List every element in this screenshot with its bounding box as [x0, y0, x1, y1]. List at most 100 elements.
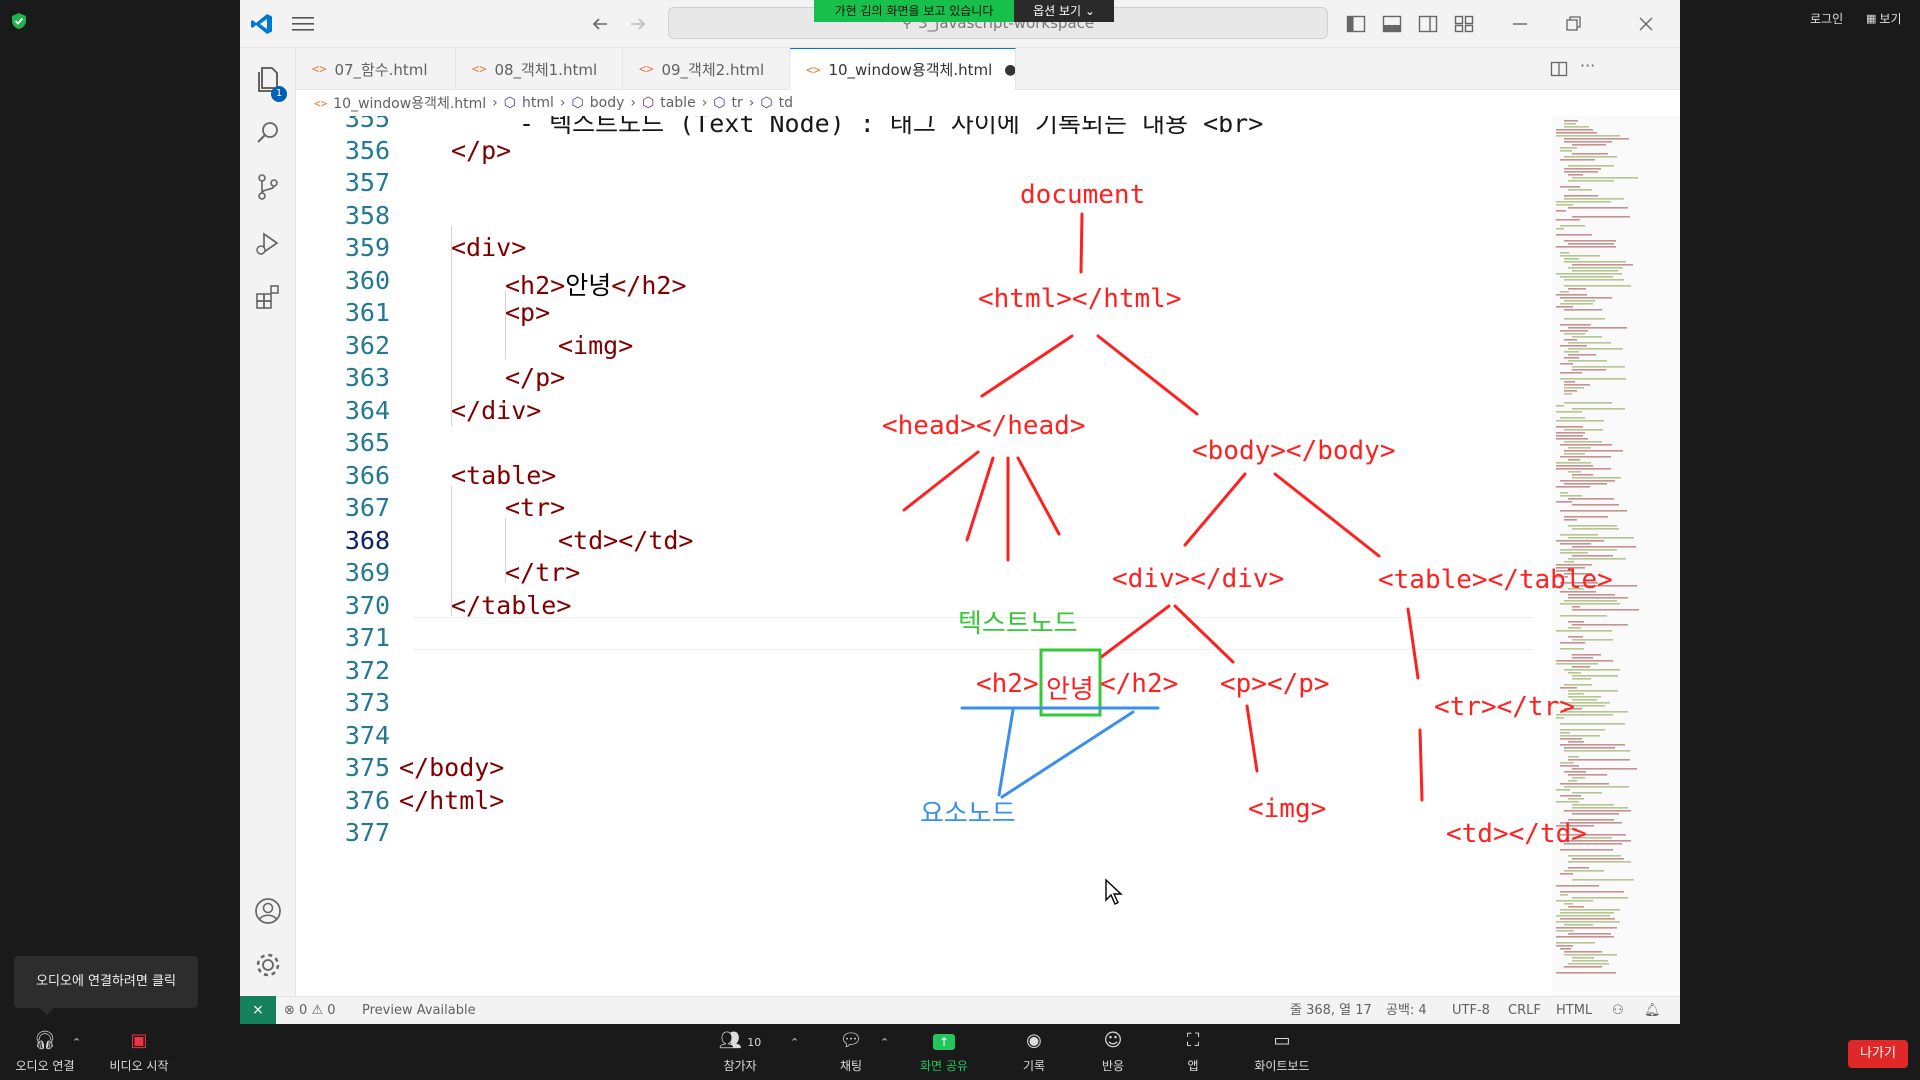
view-label: 보기	[1879, 12, 1902, 26]
minimap[interactable]	[1552, 116, 1680, 996]
run-debug-icon[interactable]	[253, 228, 283, 258]
breadcrumb-body[interactable]: body	[589, 95, 625, 111]
login-link[interactable]: 로그인	[1810, 12, 1844, 26]
notifications-bell-icon[interactable]: 🔔︎	[1644, 1003, 1661, 1018]
chat-button[interactable]: 💬︎ 채팅	[806, 1030, 896, 1074]
apps-button[interactable]: ⛶ 앱	[1148, 1030, 1238, 1074]
toggle-secondary-sidebar-icon[interactable]	[1418, 14, 1438, 34]
explorer-files-icon[interactable]	[253, 64, 283, 94]
settings-gear-icon[interactable]	[253, 950, 283, 980]
breadcrumb-file[interactable]: 10_window용객체.html	[333, 96, 487, 112]
annotation-body-node: <body></body>	[1192, 436, 1396, 466]
explorer-badge: 1	[271, 86, 287, 102]
security-shield-icon[interactable]	[11, 12, 27, 30]
start-video-label: 비디오 시작	[109, 1059, 169, 1073]
encoding-status[interactable]: UTF-8	[1452, 1003, 1490, 1018]
unsaved-dot-icon[interactable]: ●	[1004, 61, 1016, 78]
chevron-right-icon: ›	[701, 95, 708, 111]
audio-connect-tooltip: 오디오에 연결하려면 클릭	[14, 956, 198, 1008]
line-number: 370	[344, 591, 390, 620]
mouse-cursor-icon	[1105, 878, 1123, 905]
audio-connect-button[interactable]: 🎧︎ 오디오 연결	[0, 1030, 90, 1074]
split-editor-icon[interactable]	[1550, 60, 1568, 78]
line-number: 369	[344, 558, 390, 587]
view-options-dropdown[interactable]: 옵션 보기 ⌄	[1014, 0, 1114, 22]
participants-button[interactable]: 👥︎ 10 참가자	[695, 1030, 785, 1074]
h2-close-tag: </h2>	[611, 271, 687, 300]
annotation-head-node: <head></head>	[882, 411, 1086, 441]
code-line: </div>	[451, 396, 542, 425]
line-number: 358	[344, 201, 390, 230]
remote-indicator-icon[interactable]: ⨯	[240, 996, 276, 1024]
line-number: 375	[344, 753, 390, 782]
tab-10-window-object[interactable]: <> 10_window용객체.html ●	[790, 48, 1016, 90]
line-number: 363	[344, 363, 390, 392]
line-number: 374	[344, 721, 390, 750]
audio-options-chevron-icon[interactable]: ⌃	[72, 1036, 82, 1049]
annotation-table-node: <table></table>	[1378, 565, 1613, 595]
code-line: <p>	[505, 298, 551, 327]
code-line: <tr>	[505, 493, 566, 522]
annotation-h2-text: 안녕	[1046, 675, 1094, 705]
preview-status[interactable]: Preview Available	[362, 1003, 476, 1018]
code-line: <table>	[451, 461, 557, 490]
share-screen-button[interactable]: ↑ 화면 공유	[899, 1030, 989, 1074]
breadcrumb-table[interactable]: table	[660, 95, 696, 111]
tab-07-function[interactable]: <> 07_함수.html	[296, 48, 456, 90]
toggle-panel-icon[interactable]	[1382, 14, 1402, 34]
customize-layout-icon[interactable]	[1454, 14, 1474, 34]
extensions-icon[interactable]	[253, 282, 283, 312]
reactions-label: 반응	[1101, 1059, 1125, 1073]
breadcrumb-tr[interactable]: tr	[731, 95, 743, 111]
participants-label: 참가자	[723, 1059, 757, 1073]
restore-icon[interactable]	[1564, 14, 1584, 34]
reactions-button[interactable]: ☺ 반응	[1068, 1030, 1158, 1074]
warning-icon: ⚠	[311, 1003, 324, 1018]
search-sidebar-icon[interactable]	[253, 118, 283, 148]
view-menu[interactable]: ▦ 보기	[1866, 10, 1902, 27]
reaction-icon: ☺	[1103, 1030, 1123, 1051]
chat-chevron-icon[interactable]: ⌃	[880, 1036, 890, 1049]
feedback-icon[interactable]: ⚇	[1612, 1003, 1624, 1018]
toggle-primary-sidebar-icon[interactable]	[1346, 14, 1366, 34]
line-number: 359	[344, 233, 390, 262]
warning-count: 0	[327, 1003, 336, 1018]
status-bar: ⊗ 0 ⚠ 0 Preview Available 줄 368, 열 17 공백…	[240, 996, 1680, 1024]
problems-status[interactable]: ⊗ 0 ⚠ 0	[284, 997, 336, 1024]
language-mode[interactable]: HTML	[1556, 1003, 1593, 1018]
chevron-right-icon: ›	[630, 95, 636, 111]
error-count: 0	[299, 1003, 308, 1018]
tab-08-object1[interactable]: <> 08_객체1.html	[456, 48, 623, 90]
close-icon[interactable]	[1636, 14, 1656, 34]
code-line: <div>	[451, 233, 527, 262]
accounts-icon[interactable]	[253, 896, 283, 926]
vscode-logo-icon	[251, 14, 272, 34]
line-number: 365	[344, 428, 390, 457]
screen-share-banner: 가현 김의 화면을 보고 있습니다	[814, 0, 1014, 22]
code-editor[interactable]: - 텍스트노드 (Text Node) : 태그 사이에 기록되는 내용 <br…	[296, 116, 1680, 996]
annotation-h2-open: <h2>	[976, 669, 1039, 699]
chevron-right-icon: ›	[492, 95, 498, 111]
exit-meeting-button[interactable]: 나가기	[1848, 1040, 1908, 1068]
element-cube-icon: ⬡	[571, 95, 584, 111]
indentation-status[interactable]: 공백: 4	[1386, 1003, 1427, 1018]
breadcrumb-html[interactable]: html	[522, 95, 554, 111]
whiteboard-button[interactable]: ▭ 화이트보드	[1237, 1030, 1327, 1074]
html-file-icon: <>	[314, 96, 328, 110]
forward-arrow-icon[interactable]	[628, 14, 648, 34]
record-button[interactable]: ◉ 기록	[989, 1030, 1079, 1074]
more-actions-icon[interactable]: ···	[1580, 56, 1596, 75]
line-number: 360	[344, 266, 390, 295]
participants-chevron-icon[interactable]: ⌃	[790, 1036, 800, 1049]
tab-09-object2[interactable]: <> 09_객체2.html	[623, 48, 790, 90]
line-number: 355	[344, 116, 390, 133]
minimize-icon[interactable]	[1510, 14, 1530, 34]
start-video-button[interactable]: ▣ 비디오 시작	[94, 1030, 184, 1074]
element-cube-icon: ⬡	[503, 95, 517, 111]
menu-hamburger-icon[interactable]	[292, 16, 314, 32]
breadcrumb-td[interactable]: td	[778, 95, 794, 111]
back-arrow-icon[interactable]	[590, 14, 610, 34]
cursor-position[interactable]: 줄 368, 열 17	[1290, 1003, 1372, 1018]
eol-status[interactable]: CRLF	[1508, 1003, 1541, 1018]
source-control-icon[interactable]	[253, 172, 283, 202]
